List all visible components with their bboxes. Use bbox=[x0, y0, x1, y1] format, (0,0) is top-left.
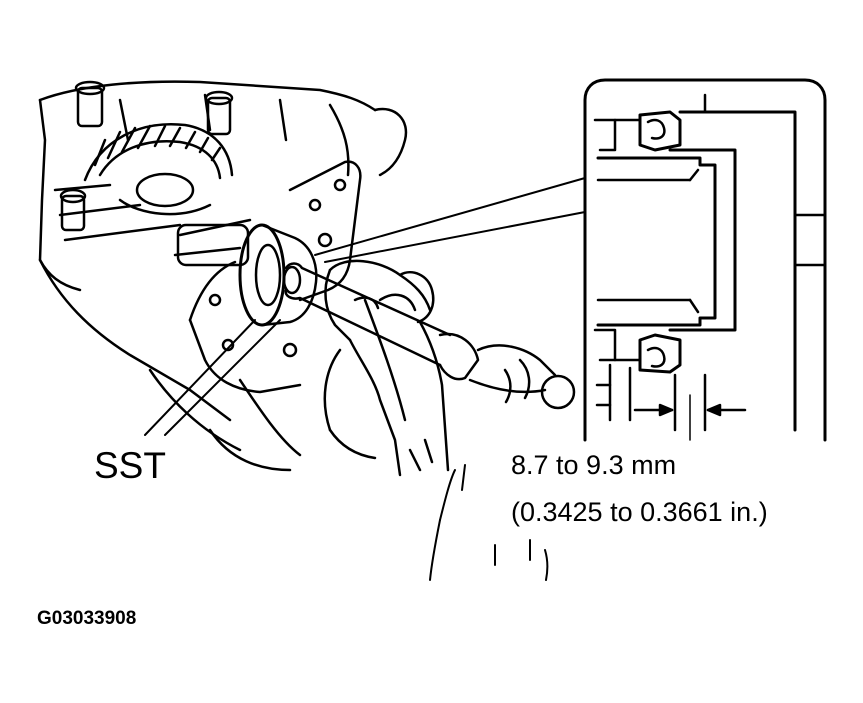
ring-gear bbox=[83, 123, 234, 216]
differential-housing bbox=[38, 80, 408, 472]
sst-tool bbox=[238, 223, 576, 410]
bolt-group bbox=[59, 80, 234, 232]
detail-inset bbox=[583, 78, 827, 442]
hand bbox=[323, 259, 450, 477]
extension-housing bbox=[173, 160, 362, 394]
detail-callout-lines bbox=[314, 177, 586, 263]
figure-code: G03033908 bbox=[37, 608, 137, 629]
floor-lines bbox=[429, 464, 549, 581]
sst-label: SST bbox=[94, 445, 166, 486]
dimension-in-label: (0.3425 to 0.3661 in.) bbox=[511, 497, 768, 527]
sst-leader-lines bbox=[144, 319, 281, 436]
dimension-mm-label: 8.7 to 9.3 mm bbox=[511, 450, 677, 480]
